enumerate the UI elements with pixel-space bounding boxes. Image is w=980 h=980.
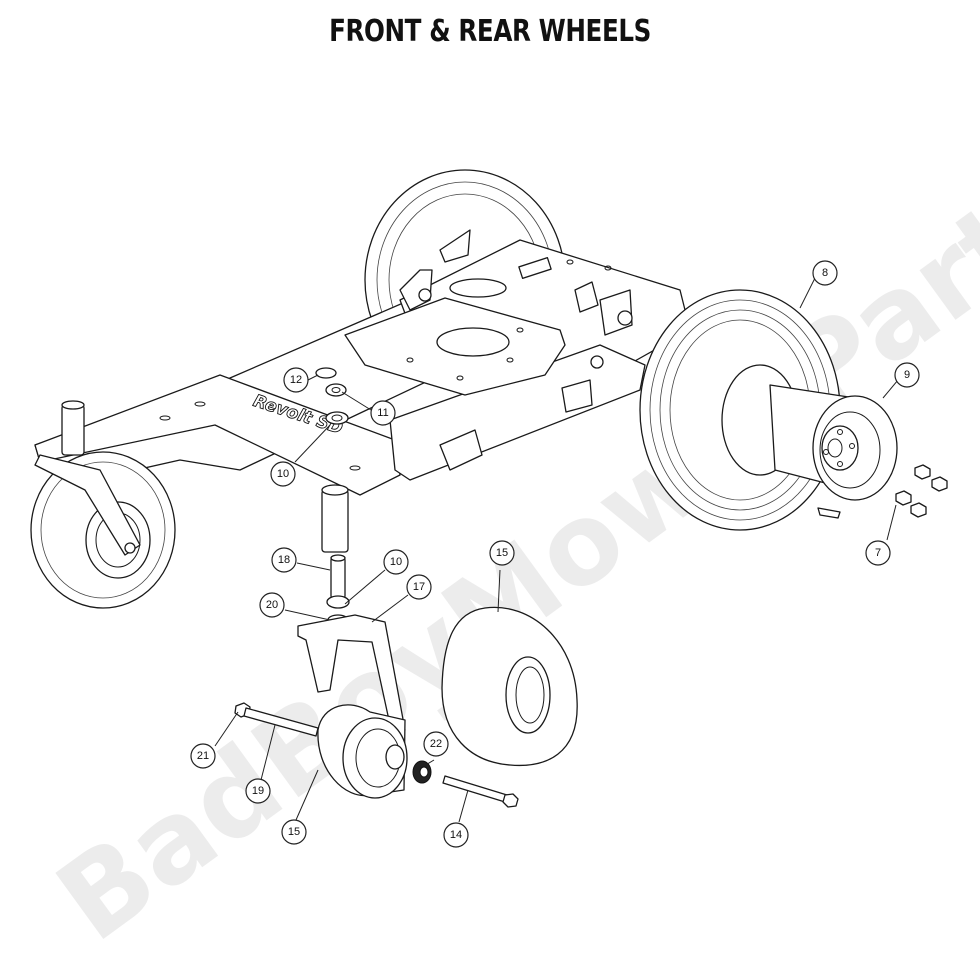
caster-pin-18 (330, 554, 346, 599)
diagram-title: FRONT & REAR WHEELS (329, 14, 651, 49)
callout-14: 14 (443, 822, 469, 848)
svg-text:20: 20 (266, 599, 278, 611)
svg-text:21: 21 (197, 750, 209, 762)
callout-15-tire: 15 (489, 540, 515, 566)
svg-text:10: 10 (390, 556, 402, 568)
svg-text:19: 19 (252, 785, 264, 797)
svg-text:9: 9 (904, 369, 910, 381)
callout-15-hub: 15 (281, 819, 307, 845)
axle-bolt-14 (442, 775, 519, 808)
main-frame: Revolt SD (34, 229, 691, 553)
callout-10-lower: 10 (383, 549, 409, 575)
svg-text:12: 12 (290, 374, 302, 386)
nut-11 (325, 383, 347, 397)
callout-21: 21 (190, 743, 216, 769)
svg-text:18: 18 (278, 554, 290, 566)
bearing-10-upper (325, 411, 349, 425)
callout-8: 8 (812, 260, 838, 286)
svg-text:15: 15 (496, 547, 508, 559)
caster-fork-17 (297, 614, 406, 735)
callout-9: 9 (894, 362, 920, 388)
svg-text:11: 11 (377, 407, 388, 419)
hub-15 (317, 704, 408, 799)
leader-lines (214, 277, 899, 823)
axle-19 (243, 707, 319, 737)
callout-20: 20 (259, 592, 285, 618)
bearing-10-lower (326, 595, 350, 609)
svg-text:10: 10 (277, 468, 289, 480)
svg-text:22: 22 (430, 738, 442, 750)
svg-text:15: 15 (288, 826, 300, 838)
callout-12: 12 (283, 367, 309, 393)
callout-19: 19 (245, 778, 271, 804)
callout-7: 7 (865, 540, 891, 566)
svg-text:7: 7 (875, 547, 881, 559)
callout-17: 17 (406, 574, 432, 600)
front-tire-15 (441, 606, 578, 767)
callout-22: 22 (423, 731, 449, 757)
svg-text:8: 8 (822, 267, 828, 279)
callout-11: 11 (370, 400, 396, 426)
front-left-caster (30, 451, 176, 609)
callout-18: 18 (271, 547, 297, 573)
spacer-washer-12 (315, 367, 337, 379)
lug-nuts-7 (895, 464, 948, 518)
svg-text:14: 14 (450, 829, 462, 841)
rear-rim-9 (769, 384, 898, 519)
callout-10-upper: 10 (270, 461, 296, 487)
svg-text:17: 17 (413, 581, 425, 593)
bearing-22 (412, 760, 432, 784)
